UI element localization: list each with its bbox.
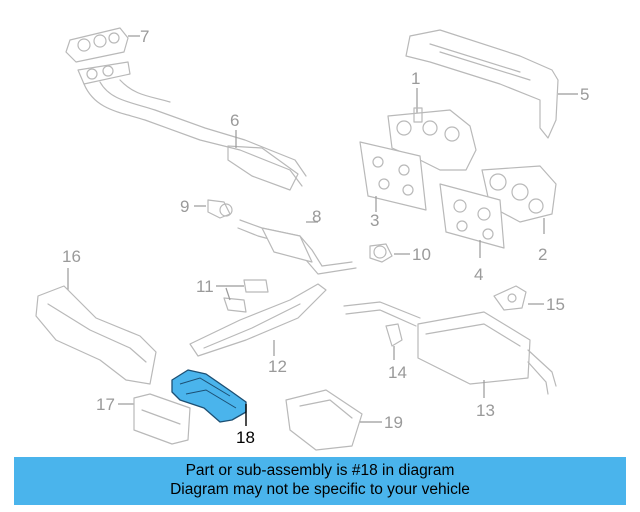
callout-13: 13 xyxy=(476,401,495,420)
part-9-clamp: 9 xyxy=(180,197,233,219)
callout-1: 1 xyxy=(411,69,420,88)
callout-15: 15 xyxy=(546,295,565,314)
part-7-gasket: 7 xyxy=(65,27,149,63)
callout-3: 3 xyxy=(370,211,379,230)
callout-2: 2 xyxy=(538,245,547,264)
part-12-heat-shield: 12 xyxy=(189,283,327,376)
banner-line-1: Part or sub-assembly is #18 in diagram xyxy=(185,462,455,479)
part-3-gasket: 3 xyxy=(359,141,427,230)
callout-9: 9 xyxy=(180,197,189,216)
callout-11: 11 xyxy=(196,277,214,296)
part-4-gasket: 4 xyxy=(439,183,505,284)
part-11-bracket: 11 xyxy=(196,277,269,313)
part-18-heat-shield-highlighted: 18 xyxy=(171,369,255,447)
part-6-front-pipe: 6 xyxy=(77,61,307,191)
callout-6: 6 xyxy=(230,111,239,130)
callout-12: 12 xyxy=(268,357,287,376)
callout-8: 8 xyxy=(312,207,321,226)
callout-18: 18 xyxy=(236,428,255,447)
callout-10: 10 xyxy=(412,245,431,264)
callout-4: 4 xyxy=(474,265,483,284)
banner-line-2: Diagram may not be specific to your vehi… xyxy=(170,481,470,498)
part-19-heat-shield: 19 xyxy=(285,389,403,451)
callout-19: 19 xyxy=(384,413,403,432)
part-14-hanger: 14 xyxy=(385,323,407,382)
info-banner: Part or sub-assembly is #18 in diagram D… xyxy=(14,457,626,505)
part-10-clamp: 10 xyxy=(369,243,431,264)
part-13-muffler: 13 xyxy=(343,301,557,420)
part-17-bracket: 17 xyxy=(96,393,191,445)
callout-16: 16 xyxy=(62,247,81,266)
callout-17: 17 xyxy=(96,395,115,414)
callout-5: 5 xyxy=(580,85,589,104)
part-16-heat-shield: 16 xyxy=(35,247,157,385)
part-15-hanger: 15 xyxy=(493,285,565,314)
part-5-heat-shield: 5 xyxy=(405,29,589,139)
callout-7: 7 xyxy=(140,27,149,46)
callout-14: 14 xyxy=(388,363,407,382)
part-8-center-pipe: 8 xyxy=(237,207,357,275)
